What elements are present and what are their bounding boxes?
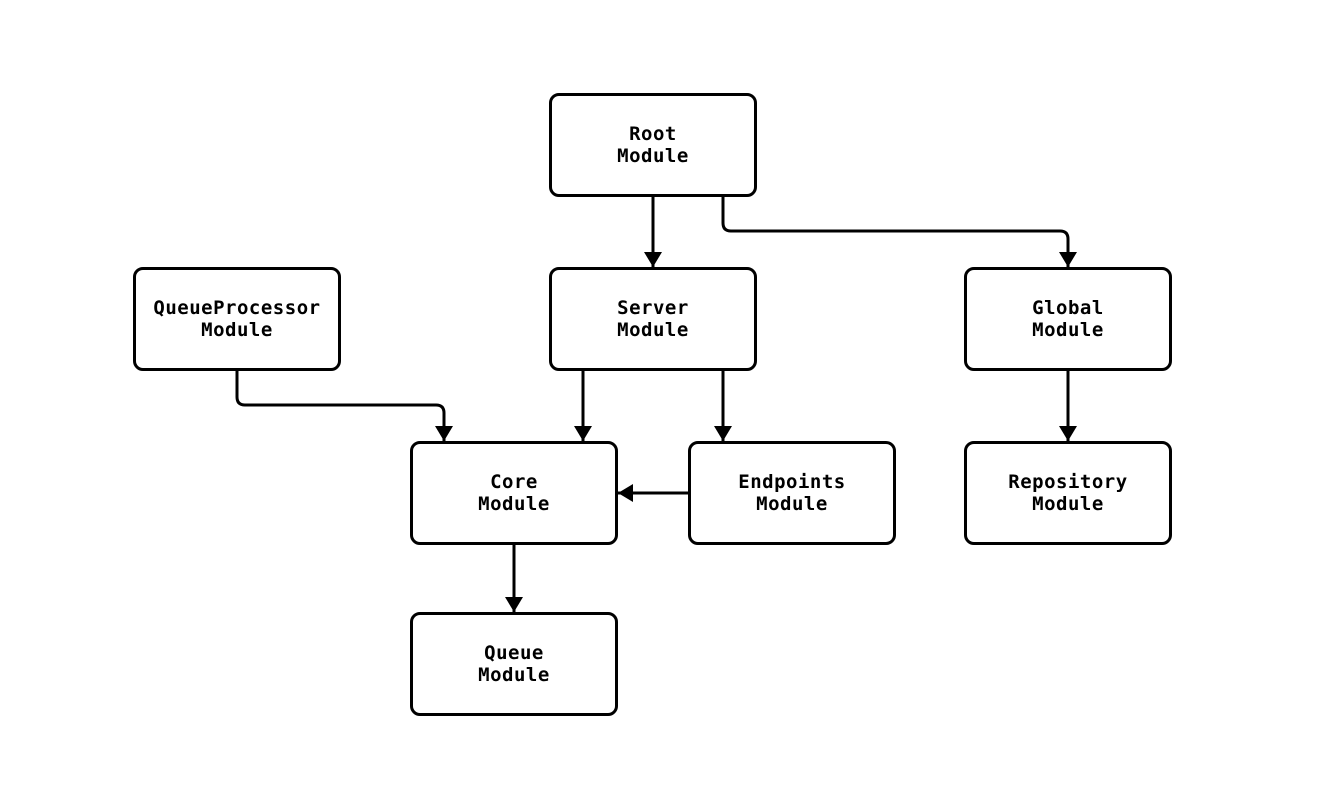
node-label: Core Module	[478, 471, 550, 515]
node-root-module: Root Module	[549, 93, 757, 197]
node-core-module: Core Module	[410, 441, 618, 545]
node-label: Root Module	[617, 123, 689, 167]
edge-root-to-global	[721, 197, 1077, 267]
node-queueprocessor-module: QueueProcessor Module	[133, 267, 341, 371]
node-endpoints-module: Endpoints Module	[688, 441, 896, 545]
node-label: QueueProcessor Module	[153, 297, 321, 341]
node-label: Queue Module	[478, 642, 550, 686]
node-label: Global Module	[1032, 297, 1104, 341]
edge-queueprocessor-to-core	[235, 371, 453, 441]
node-label: Endpoints Module	[738, 471, 846, 515]
node-server-module: Server Module	[549, 267, 757, 371]
node-label: Server Module	[617, 297, 689, 341]
node-global-module: Global Module	[964, 267, 1172, 371]
node-label: Repository Module	[1008, 471, 1128, 515]
node-queue-module: Queue Module	[410, 612, 618, 716]
node-repository-module: Repository Module	[964, 441, 1172, 545]
